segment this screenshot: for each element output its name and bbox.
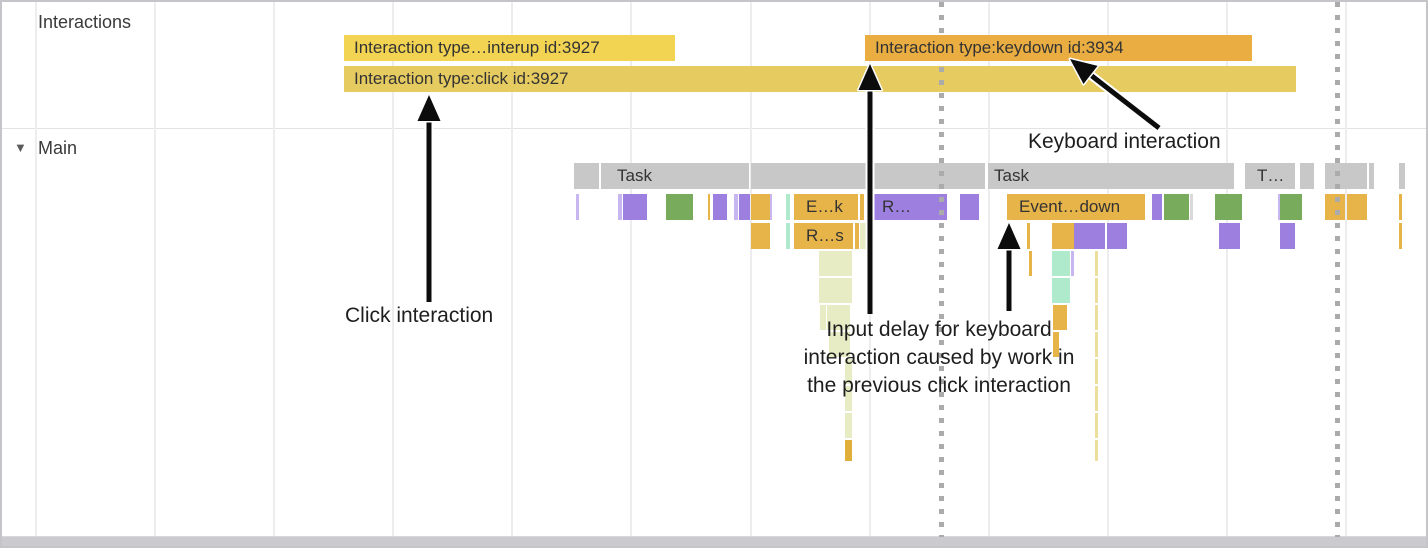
flame-bar[interactable] <box>770 194 772 220</box>
gridline <box>1226 2 1228 536</box>
flame-bar[interactable] <box>1053 332 1059 357</box>
flame-bar[interactable]: T… <box>1245 163 1295 189</box>
flame-bar[interactable] <box>1029 251 1032 276</box>
flame-bar[interactable] <box>1369 163 1374 189</box>
flame-bar[interactable] <box>845 359 852 384</box>
flame-bar[interactable] <box>855 223 859 249</box>
flame-bar[interactable] <box>1074 223 1105 249</box>
flame-bar[interactable] <box>1300 163 1314 189</box>
flame-bar[interactable] <box>751 194 770 220</box>
flame-bar[interactable] <box>819 278 852 303</box>
gridline <box>511 2 513 536</box>
gridline <box>154 2 156 536</box>
annotation-keyboard-interaction: Keyboard interaction <box>1028 130 1221 153</box>
flame-bar[interactable] <box>1095 278 1098 303</box>
flame-bar[interactable] <box>845 386 852 411</box>
gridline <box>392 2 394 536</box>
track-separator <box>2 128 1426 129</box>
flame-bar[interactable] <box>751 163 985 189</box>
flame-bar[interactable]: Task <box>601 163 749 189</box>
flame-bar[interactable] <box>1095 440 1098 461</box>
gridline <box>630 2 632 536</box>
event-boundary-dotted-line <box>939 2 944 537</box>
flame-bar[interactable] <box>1278 194 1280 220</box>
main-track-label[interactable]: Main <box>38 138 78 158</box>
flame-bar[interactable] <box>1399 163 1405 189</box>
flame-bar[interactable] <box>845 413 852 438</box>
flame-bar[interactable] <box>1052 251 1070 276</box>
gridline <box>35 2 37 536</box>
bottom-scrollbar-track[interactable] <box>2 536 1426 546</box>
flame-bar[interactable] <box>666 194 693 220</box>
flame-bar[interactable] <box>739 194 750 220</box>
flame-bar[interactable] <box>734 194 738 220</box>
flame-bar[interactable] <box>574 163 599 189</box>
flame-bar[interactable] <box>1071 251 1074 276</box>
flame-bar[interactable] <box>845 440 852 461</box>
gridline <box>988 2 990 536</box>
annotation-input-delay-line1: Input delay for keyboard <box>826 318 1052 341</box>
interactions-track-label: Interactions <box>38 12 132 32</box>
flame-bar[interactable]: Task <box>988 163 1234 189</box>
flame-bar[interactable] <box>860 223 868 249</box>
flame-bar[interactable] <box>819 251 852 276</box>
flame-bar[interactable] <box>713 194 727 220</box>
flame-bar[interactable] <box>1095 359 1098 384</box>
flame-bar[interactable] <box>829 332 850 357</box>
flame-bar[interactable] <box>960 194 979 220</box>
flame-bar[interactable] <box>1095 305 1098 330</box>
event-boundary-dotted-line <box>1335 2 1340 537</box>
annotation-click-interaction: Click interaction <box>345 304 494 327</box>
flame-bar[interactable] <box>1095 251 1098 276</box>
flame-bar[interactable] <box>1280 194 1302 220</box>
flame-bar[interactable] <box>1399 194 1402 220</box>
flame-bar[interactable] <box>1399 223 1402 249</box>
interaction-bar[interactable]: Interaction type…interup id:3927 <box>344 35 675 61</box>
flame-bar[interactable]: R…s <box>794 223 853 249</box>
flame-bar[interactable] <box>1052 278 1070 303</box>
flame-bar[interactable]: Event…down <box>1007 194 1145 220</box>
flame-bar[interactable] <box>820 305 826 330</box>
annotation-input-delay: Input delay for keyboard interaction cau… <box>759 316 1119 400</box>
gridline <box>750 2 752 536</box>
flame-bar[interactable] <box>1164 194 1189 220</box>
flame-bar[interactable] <box>1280 223 1295 249</box>
flame-bar[interactable] <box>618 194 622 220</box>
flame-bar[interactable] <box>1219 223 1240 249</box>
input-delay-arrow-short <box>996 221 1022 311</box>
gridline <box>273 2 275 536</box>
flame-bar[interactable] <box>1027 223 1030 249</box>
interaction-bar[interactable]: Interaction type:click id:3927 <box>344 66 1296 92</box>
flame-bar[interactable]: R… <box>874 194 947 220</box>
flame-bar[interactable] <box>623 194 647 220</box>
flame-bar[interactable] <box>1095 413 1098 438</box>
annotation-input-delay-line3: the previous click interaction <box>807 374 1071 397</box>
flame-bar[interactable] <box>1152 194 1162 220</box>
gridline <box>1345 2 1347 536</box>
flame-bar[interactable] <box>1107 223 1127 249</box>
flame-bar[interactable] <box>1095 386 1098 411</box>
flame-bar[interactable] <box>1053 305 1067 330</box>
flame-bar[interactable] <box>576 194 579 220</box>
flame-bar[interactable] <box>1095 332 1098 357</box>
interaction-bar[interactable]: Interaction type:keydown id:3934 <box>865 35 1252 61</box>
flame-bar[interactable] <box>860 194 864 220</box>
flame-bar[interactable] <box>751 223 770 249</box>
flame-bar[interactable] <box>1325 163 1367 189</box>
collapse-arrow-icon[interactable]: ▼ <box>14 140 27 155</box>
flame-bar[interactable] <box>827 305 850 330</box>
annotation-input-delay-line2: interaction caused by work in <box>803 346 1075 369</box>
flame-bar[interactable] <box>1190 194 1193 220</box>
flame-bar[interactable] <box>1215 194 1242 220</box>
click-interaction-arrow <box>416 93 442 302</box>
flame-bar[interactable]: E…k <box>794 194 858 220</box>
flame-bar[interactable] <box>786 194 790 220</box>
gridline <box>1107 2 1109 536</box>
flame-bar[interactable] <box>708 194 710 220</box>
flame-bar[interactable] <box>1347 194 1367 220</box>
flame-bar[interactable] <box>1052 223 1074 249</box>
flame-bar[interactable] <box>786 223 790 249</box>
